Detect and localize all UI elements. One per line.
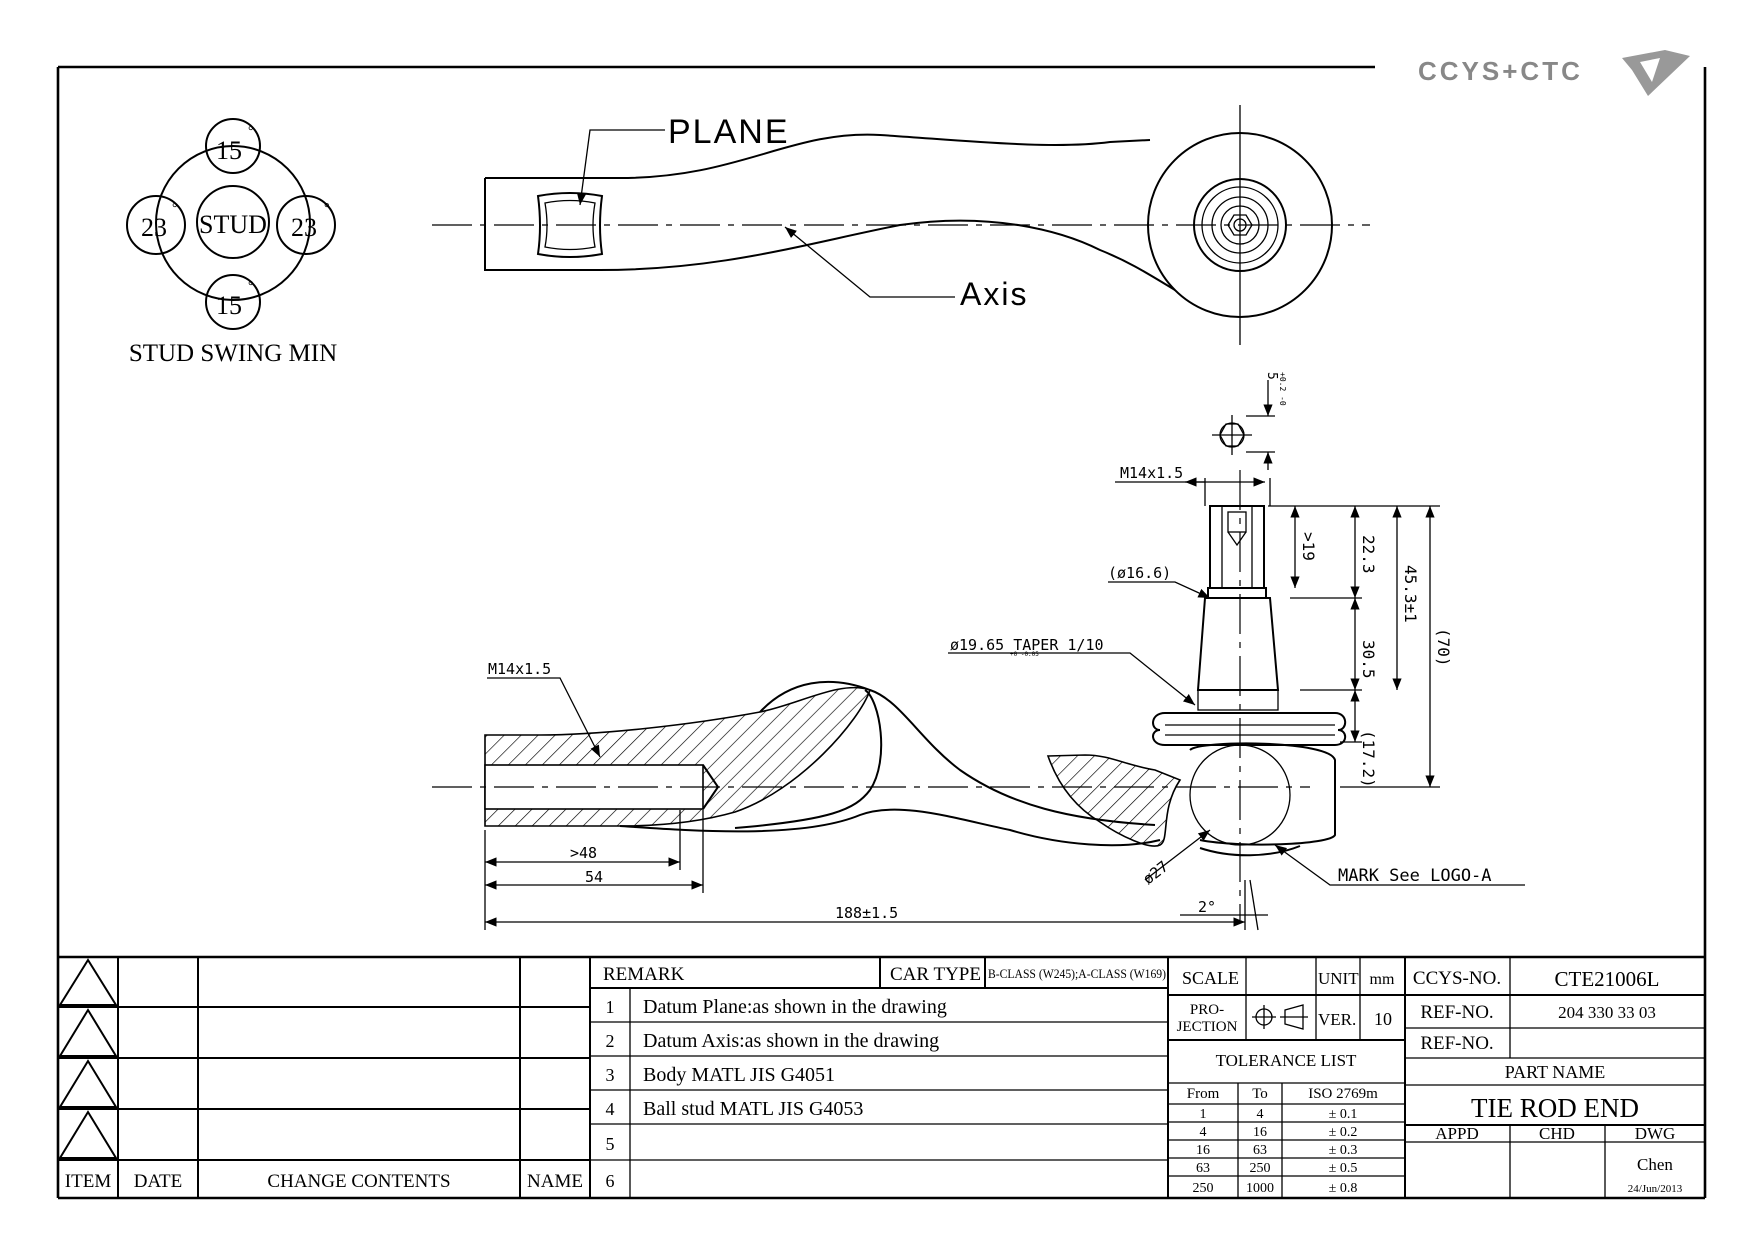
logo-text: CCYS+CTC <box>1418 56 1583 86</box>
tolerance-block: SCALE UNIT mm PRO- JECTION VER. 10 TOLER… <box>1177 968 1395 1196</box>
rev-header-name: NAME <box>527 1171 583 1192</box>
remark-table: REMARK CAR TYPE B-CLASS (W245);A-CLASS (… <box>603 964 1166 1191</box>
dia-27-label: ø27 <box>1139 857 1171 888</box>
rev-header-item: ITEM <box>65 1171 112 1192</box>
tol-from: 4 <box>1200 1125 1207 1140</box>
axis-label: Axis <box>960 276 1028 312</box>
swing-right-value: 23 <box>291 213 317 242</box>
tol-header-from: From <box>1187 1086 1220 1102</box>
ver-label: VER. <box>1318 1010 1356 1029</box>
rev-header-change: CHANGE CONTENTS <box>267 1171 450 1192</box>
body-thread-label: M14x1.5 <box>488 660 551 678</box>
company-logo: CCYS+CTC <box>1418 50 1690 96</box>
tol-header-to: To <box>1252 1086 1268 1102</box>
remark-text: Ball stud MATL JIS G4053 <box>643 1098 863 1120</box>
degree-mark: ° <box>248 279 254 294</box>
ccys-value: CTE21006L <box>1555 967 1660 991</box>
tol-value: ± 0.8 <box>1329 1181 1358 1196</box>
rev-header-date: DATE <box>134 1171 183 1192</box>
tol-header-std: ISO 2769m <box>1308 1086 1378 1102</box>
drawing-date: 24/Jun/2013 <box>1628 1183 1683 1195</box>
plane-label: PLANE <box>668 113 790 151</box>
car-type-label: CAR TYPE <box>890 964 981 985</box>
angle-2: 2° <box>1198 898 1216 916</box>
dim-45-3: 45.3±1 <box>1401 565 1420 623</box>
dwg-label: DWG <box>1635 1124 1676 1143</box>
projection-label: JECTION <box>1177 1019 1238 1035</box>
ver-value: 10 <box>1374 1009 1392 1029</box>
tolerance-title: TOLERANCE LIST <box>1216 1051 1357 1070</box>
tol-to: 1000 <box>1246 1181 1274 1196</box>
stud-swing-diagram: STUD 15 15 23 23 ° ° ° ° STUD SWING MIN <box>126 118 337 367</box>
remark-no: 6 <box>606 1171 615 1191</box>
title-block-lines <box>58 955 1705 1198</box>
drawn-by: Chen <box>1637 1155 1673 1174</box>
tol-value: ± 0.5 <box>1329 1161 1358 1176</box>
ref-label: REF-NO. <box>1420 1002 1493 1023</box>
part-name-label: PART NAME <box>1505 1062 1605 1082</box>
section-view: 5 +0.2 -0 >19 22.3 30.5 (17.2) 45.3±1 (7… <box>432 372 1525 931</box>
hex-dim-tol: +0.2 -0 <box>1278 372 1287 406</box>
taper-label: ø19.65 TAPER 1/10 <box>950 636 1104 654</box>
tol-from: 63 <box>1196 1161 1210 1176</box>
dim-70: (70) <box>1434 628 1453 667</box>
dim-22-3: 22.3 <box>1359 535 1378 574</box>
dim-54: 54 <box>585 868 603 886</box>
unit-value: mm <box>1370 971 1395 988</box>
remark-header: REMARK <box>603 964 685 985</box>
chd-label: CHD <box>1539 1124 1575 1143</box>
projection-label: PRO- <box>1190 1002 1224 1018</box>
remark-no: 5 <box>606 1134 615 1154</box>
tol-value: ± 0.1 <box>1329 1107 1358 1122</box>
swing-top-value: 15 <box>216 136 242 165</box>
top-view: PLANE Axis <box>432 105 1370 345</box>
dim-188: 188±1.5 <box>835 904 898 922</box>
remark-no: 4 <box>606 1099 615 1119</box>
ref-label: REF-NO. <box>1420 1033 1493 1054</box>
remark-no: 1 <box>606 997 615 1017</box>
appd-label: APPD <box>1435 1124 1478 1143</box>
tol-from: 1 <box>1200 1107 1207 1122</box>
dim-30-5: 30.5 <box>1359 640 1378 679</box>
dim-19: >19 <box>1299 532 1318 561</box>
tol-from: 250 <box>1193 1181 1214 1196</box>
ccys-label: CCYS-NO. <box>1413 968 1501 989</box>
tol-to: 250 <box>1250 1161 1271 1176</box>
sheet-border <box>56 65 1707 1200</box>
tol-to: 16 <box>1253 1125 1267 1140</box>
stud-thread-label: M14x1.5 <box>1120 464 1183 482</box>
part-info-block: CCYS-NO. CTE21006L REF-NO. 204 330 33 03… <box>1413 967 1683 1195</box>
tol-value: ± 0.2 <box>1329 1125 1358 1140</box>
swing-bottom-value: 15 <box>216 291 242 320</box>
tol-from: 16 <box>1196 1143 1210 1158</box>
stud-swing-caption: STUD SWING MIN <box>129 340 337 367</box>
dim-17-2: (17.2) <box>1359 730 1378 788</box>
swing-left-value: 23 <box>141 213 167 242</box>
mark-label: MARK See LOGO-A <box>1338 866 1492 886</box>
remark-text: Datum Plane:as shown in the drawing <box>643 996 947 1018</box>
degree-mark: ° <box>248 124 254 139</box>
car-type-value: B-CLASS (W245);A-CLASS (W169) <box>988 966 1166 981</box>
revision-table: ITEM DATE CHANGE CONTENTS NAME <box>65 1171 583 1192</box>
ref-value: 204 330 33 03 <box>1558 1003 1656 1022</box>
degree-mark: ° <box>172 201 178 216</box>
part-name: TIE ROD END <box>1471 1093 1639 1123</box>
scale-label: SCALE <box>1182 968 1239 988</box>
tol-to: 4 <box>1257 1107 1264 1122</box>
swing-center-label: STUD <box>199 210 267 239</box>
hex-dim: 5 <box>1264 372 1279 380</box>
remark-text: Datum Axis:as shown in the drawing <box>643 1030 939 1052</box>
degree-mark: ° <box>324 201 330 216</box>
remark-no: 3 <box>606 1065 615 1085</box>
tol-value: ± 0.3 <box>1329 1143 1358 1158</box>
remark-text: Body MATL JIS G4051 <box>643 1064 835 1086</box>
dia-16-6-label: (ø16.6) <box>1108 564 1171 582</box>
remark-no: 2 <box>606 1031 615 1051</box>
tol-to: 63 <box>1253 1143 1267 1158</box>
dim-48: >48 <box>570 844 597 862</box>
taper-tol: +0 -0.05 <box>1010 651 1039 658</box>
unit-label: UNIT <box>1318 969 1359 988</box>
